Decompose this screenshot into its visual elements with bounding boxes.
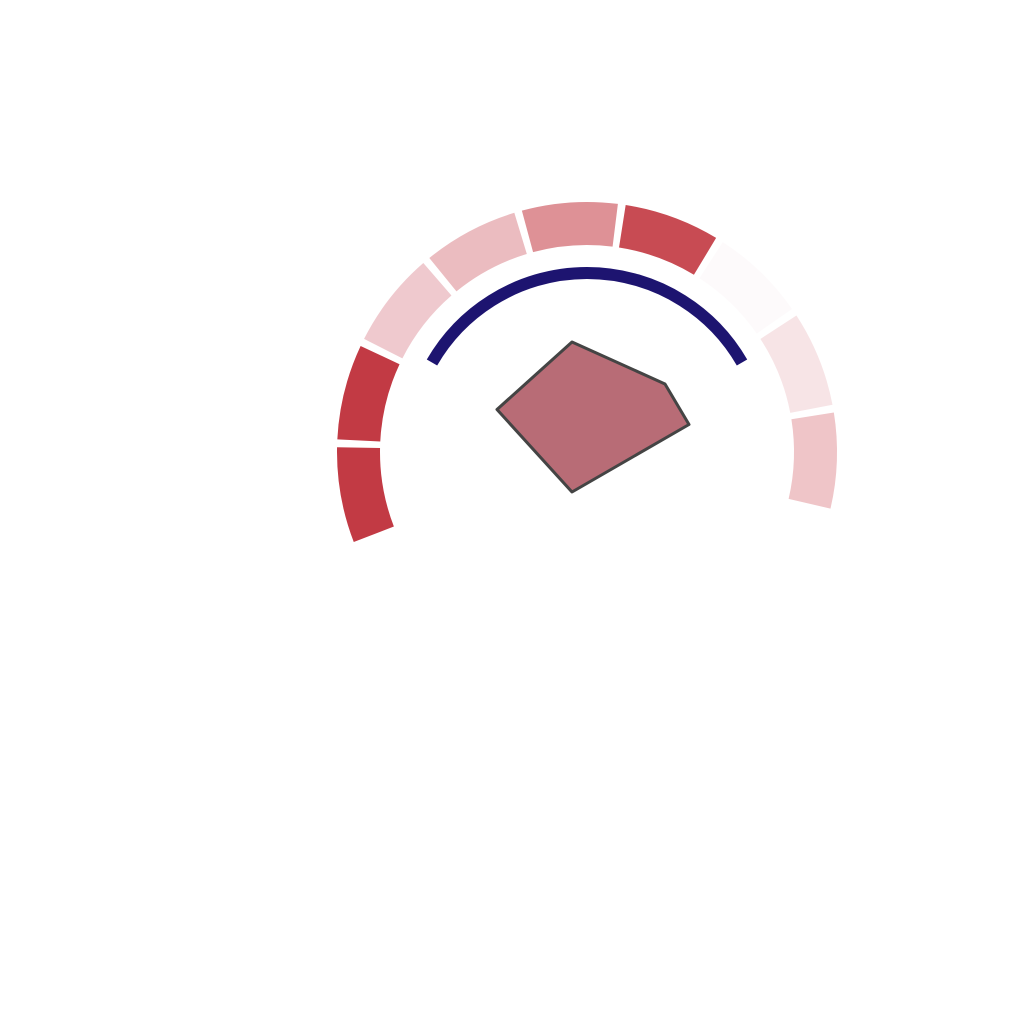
ring-segment-9 <box>788 412 838 509</box>
ring-segment-7 <box>699 242 793 334</box>
highlight-arc-group <box>426 267 748 366</box>
outer-segment-ring <box>337 202 838 542</box>
radar-shape-group <box>495 340 691 494</box>
highlight-arc <box>426 267 748 366</box>
ring-segment-6 <box>619 205 717 275</box>
ring-segment-4 <box>429 212 527 292</box>
ring-segment-5 <box>521 202 618 253</box>
ring-segment-3 <box>364 263 452 359</box>
ring-segment-8 <box>760 315 833 413</box>
ring-segment-1 <box>337 447 394 542</box>
radar-shape <box>495 340 691 494</box>
ring-segment-2 <box>337 345 400 442</box>
